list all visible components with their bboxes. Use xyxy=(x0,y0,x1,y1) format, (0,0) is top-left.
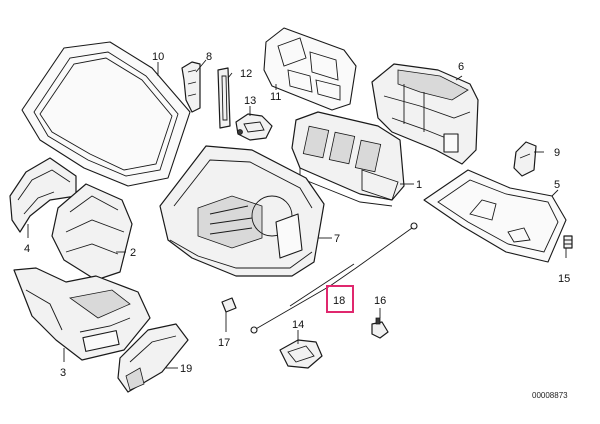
part-12-strip[interactable] xyxy=(217,67,231,129)
label-13: 13 xyxy=(244,95,256,107)
label-14: 14 xyxy=(292,319,304,331)
part-1-vent-assembly[interactable] xyxy=(291,111,405,207)
part-7-heater-box[interactable] xyxy=(159,145,325,277)
part-13-clip[interactable] xyxy=(235,113,273,141)
label-12: 12 xyxy=(240,68,252,80)
drawing-code: 00008873 xyxy=(532,391,568,400)
part-18-control-cable[interactable] xyxy=(250,222,418,334)
label-18: 18 xyxy=(333,295,345,307)
part-3-blower-duct[interactable] xyxy=(13,267,151,361)
part-6-upper-housing[interactable] xyxy=(371,63,479,165)
part-8-bracket[interactable] xyxy=(181,61,201,113)
label-16: 16 xyxy=(374,295,386,307)
label-15: 15 xyxy=(558,273,570,285)
part-15-screw[interactable] xyxy=(563,235,573,249)
label-1: 1 xyxy=(416,179,422,191)
part-17-clip[interactable] xyxy=(221,297,237,313)
label-17: 17 xyxy=(218,337,230,349)
label-9: 9 xyxy=(554,147,560,159)
part-11-vent-frame[interactable] xyxy=(263,27,357,111)
part-9-flap[interactable] xyxy=(513,141,537,177)
part-4-curved-duct[interactable] xyxy=(9,157,77,233)
part-number-labels: 10 8 12 11 13 6 9 1 5 7 2 4 3 19 17 14 1… xyxy=(24,51,570,379)
highlight-part-18[interactable]: 18 xyxy=(326,285,354,313)
highlight-box xyxy=(326,285,354,313)
label-19: 19 xyxy=(180,363,192,375)
part-19-lower-duct[interactable] xyxy=(117,323,189,393)
part-10-frame-gasket[interactable] xyxy=(21,41,191,187)
label-10: 10 xyxy=(152,51,164,63)
label-8: 8 xyxy=(206,51,212,63)
leader-lines xyxy=(27,59,567,369)
part-14-bracket[interactable] xyxy=(279,339,323,369)
label-5: 5 xyxy=(554,179,560,191)
label-11: 11 xyxy=(270,91,281,103)
label-3: 3 xyxy=(60,367,66,379)
part-2-duct-housing[interactable] xyxy=(51,183,133,281)
label-4: 4 xyxy=(24,243,30,255)
label-6: 6 xyxy=(458,61,464,73)
label-7: 7 xyxy=(334,233,340,245)
part-5-tray[interactable] xyxy=(423,169,567,263)
label-2: 2 xyxy=(130,247,136,259)
part-16-clip[interactable] xyxy=(371,317,389,339)
